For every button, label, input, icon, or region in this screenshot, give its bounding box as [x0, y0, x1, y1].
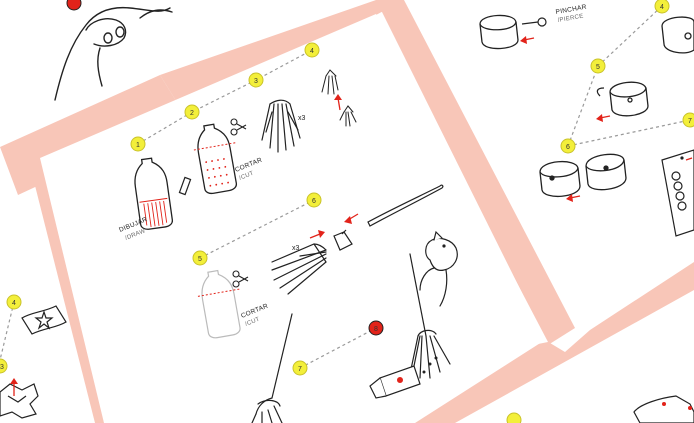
step-badge-7: 7	[293, 361, 307, 375]
step-number-r7: 7	[688, 118, 692, 125]
step-badge-r5: 5	[591, 59, 605, 73]
step-number-6: 6	[312, 198, 316, 205]
label-times-3-a: x3	[298, 115, 306, 122]
step-badge-1: 1	[131, 137, 145, 151]
step-number-l4: 4	[12, 300, 16, 307]
step-badge-5: 5	[193, 251, 207, 265]
step-number-4: 4	[310, 48, 314, 55]
step-number-l3: 3	[0, 364, 4, 371]
step-badge-r7: 7	[683, 113, 694, 127]
step-number-3: 3	[254, 78, 258, 85]
step-badge-r4: 4	[655, 0, 669, 13]
step-number-1: 1	[136, 142, 140, 149]
step-badge-l4: 4	[7, 295, 21, 309]
crumpled-paper-icon	[0, 384, 38, 418]
step-badge-8: 8	[369, 321, 383, 335]
step-badge-2: 2	[185, 105, 199, 119]
step-number-8: 8	[374, 326, 378, 333]
step-badge-6: 6	[307, 193, 321, 207]
step-number-r4: 4	[660, 4, 664, 11]
step-number-5: 5	[198, 256, 202, 263]
step-badge-bottom	[507, 413, 521, 423]
bracelet-icon	[480, 15, 518, 48]
bracelet-icon-5	[586, 154, 626, 189]
step-badge-red-top-left	[67, 0, 81, 10]
step-number-7: 7	[298, 366, 302, 373]
step-badge-r6: 6	[561, 139, 575, 153]
bracelet-icon-2	[662, 17, 694, 53]
step-badge-4: 4	[305, 43, 319, 57]
step-number-2: 2	[190, 110, 194, 117]
step-badge-3: 3	[249, 73, 263, 87]
step-number-r6: 6	[566, 144, 570, 151]
bracelet-icon-4	[540, 162, 580, 197]
step-number-r5: 5	[596, 64, 600, 71]
